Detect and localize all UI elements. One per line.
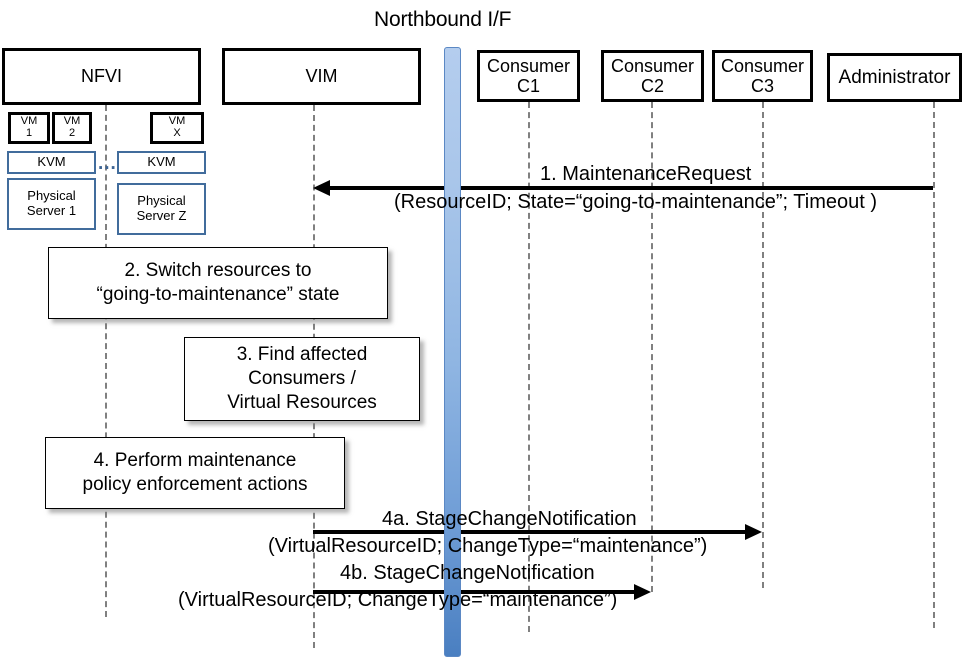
participant-consumer-c1[interactable]: Consumer C1 — [477, 50, 580, 102]
message-1-params: (ResourceID; State=“going-to-maintenance… — [394, 191, 877, 213]
lifeline-consumer-c2 — [651, 102, 653, 592]
step-3-box[interactable]: 3. Find affected Consumers / Virtual Res… — [184, 337, 420, 421]
vm-1-box[interactable]: VM 1 — [8, 112, 50, 144]
physical-server-1-label-line2: Server 1 — [26, 203, 77, 218]
participant-vim-label: VIM — [305, 66, 338, 87]
kvm-left-box[interactable]: KVM — [7, 151, 96, 174]
message-4a-params: (VirtualResourceID; ChangeType=“maintena… — [268, 535, 708, 557]
step-4-line1: 4. Perform maintenance — [93, 449, 297, 471]
physical-server-z-box[interactable]: Physical Server Z — [117, 183, 206, 235]
message-1-label: 1. MaintenanceRequest — [540, 163, 752, 185]
participant-consumer-c1-label-line1: Consumer — [486, 55, 571, 76]
lifeline-consumer-c3 — [762, 102, 764, 588]
participant-consumer-c3-label-line1: Consumer — [720, 55, 805, 76]
physical-server-z-label-line2: Server Z — [136, 208, 187, 223]
message-4a-line — [313, 530, 747, 534]
message-1-line — [328, 186, 933, 190]
participant-consumer-c3-label-line2: C3 — [750, 76, 774, 96]
participant-consumer-c2-label-line1: Consumer — [610, 55, 695, 76]
northbound-interface-bar — [444, 47, 461, 657]
vm-2-box[interactable]: VM 2 — [52, 112, 92, 144]
message-4a-label: 4a. StageChangeNotification — [382, 508, 637, 530]
participant-nfvi[interactable]: NFVI — [2, 48, 201, 105]
physical-server-1-box[interactable]: Physical Server 1 — [7, 178, 96, 230]
vm-x-label-line1: VM — [168, 115, 186, 128]
participant-consumer-c2[interactable]: Consumer C2 — [601, 50, 704, 102]
participant-vim[interactable]: VIM — [222, 48, 421, 105]
step-3-line1: 3. Find affected — [236, 343, 368, 365]
message-4b-params: (VirtualResourceID; ChangeType=“maintena… — [178, 589, 618, 611]
step-2-line2: “going-to-maintenance” state — [96, 284, 340, 305]
participant-consumer-c1-label-line2: C1 — [516, 76, 540, 96]
message-4b-label: 4b. StageChangeNotification — [340, 562, 595, 584]
step-3-line3: Virtual Resources — [227, 392, 377, 414]
kvm-left-label: KVM — [37, 154, 66, 170]
step-4-line2: policy enforcement actions — [82, 474, 308, 495]
participant-administrator[interactable]: Administrator — [827, 53, 962, 102]
participant-nfvi-label: NFVI — [80, 66, 122, 87]
vm-1-label-line1: VM — [20, 115, 38, 128]
vm-2-label-line1: VM — [63, 115, 81, 128]
step-2-line1: 2. Switch resources to — [124, 259, 312, 281]
message-4b-line — [313, 590, 636, 594]
lifeline-nfvi — [105, 105, 107, 617]
lifeline-administrator — [933, 102, 935, 628]
physical-server-z-label-line1: Physical — [137, 193, 186, 209]
step-2-box[interactable]: 2. Switch resources to “going-to-mainten… — [48, 247, 388, 319]
vm-2-label-line2: 2 — [68, 127, 76, 139]
message-4b-arrowhead — [634, 584, 651, 600]
vm-1-label-line2: 1 — [25, 127, 33, 139]
participant-administrator-label: Administrator — [838, 66, 951, 88]
step-4-box[interactable]: 4. Perform maintenance policy enforcemen… — [45, 437, 345, 509]
step-3-line2: Consumers / — [248, 367, 356, 389]
kvm-right-box[interactable]: KVM — [117, 151, 206, 174]
message-1-arrowhead — [313, 180, 330, 196]
lifeline-consumer-c1 — [528, 102, 530, 632]
participant-consumer-c2-label-line2: C2 — [640, 76, 664, 96]
physical-server-1-label-line1: Physical — [27, 188, 76, 204]
message-4a-arrowhead — [745, 524, 762, 540]
kvm-right-label: KVM — [147, 154, 176, 170]
diagram-title: Northbound I/F — [374, 8, 512, 31]
infrastructure-ellipsis: ... — [98, 153, 117, 174]
participant-consumer-c3[interactable]: Consumer C3 — [712, 50, 813, 102]
vm-x-box[interactable]: VM X — [150, 112, 204, 144]
vm-x-label-line2: X — [173, 127, 181, 139]
